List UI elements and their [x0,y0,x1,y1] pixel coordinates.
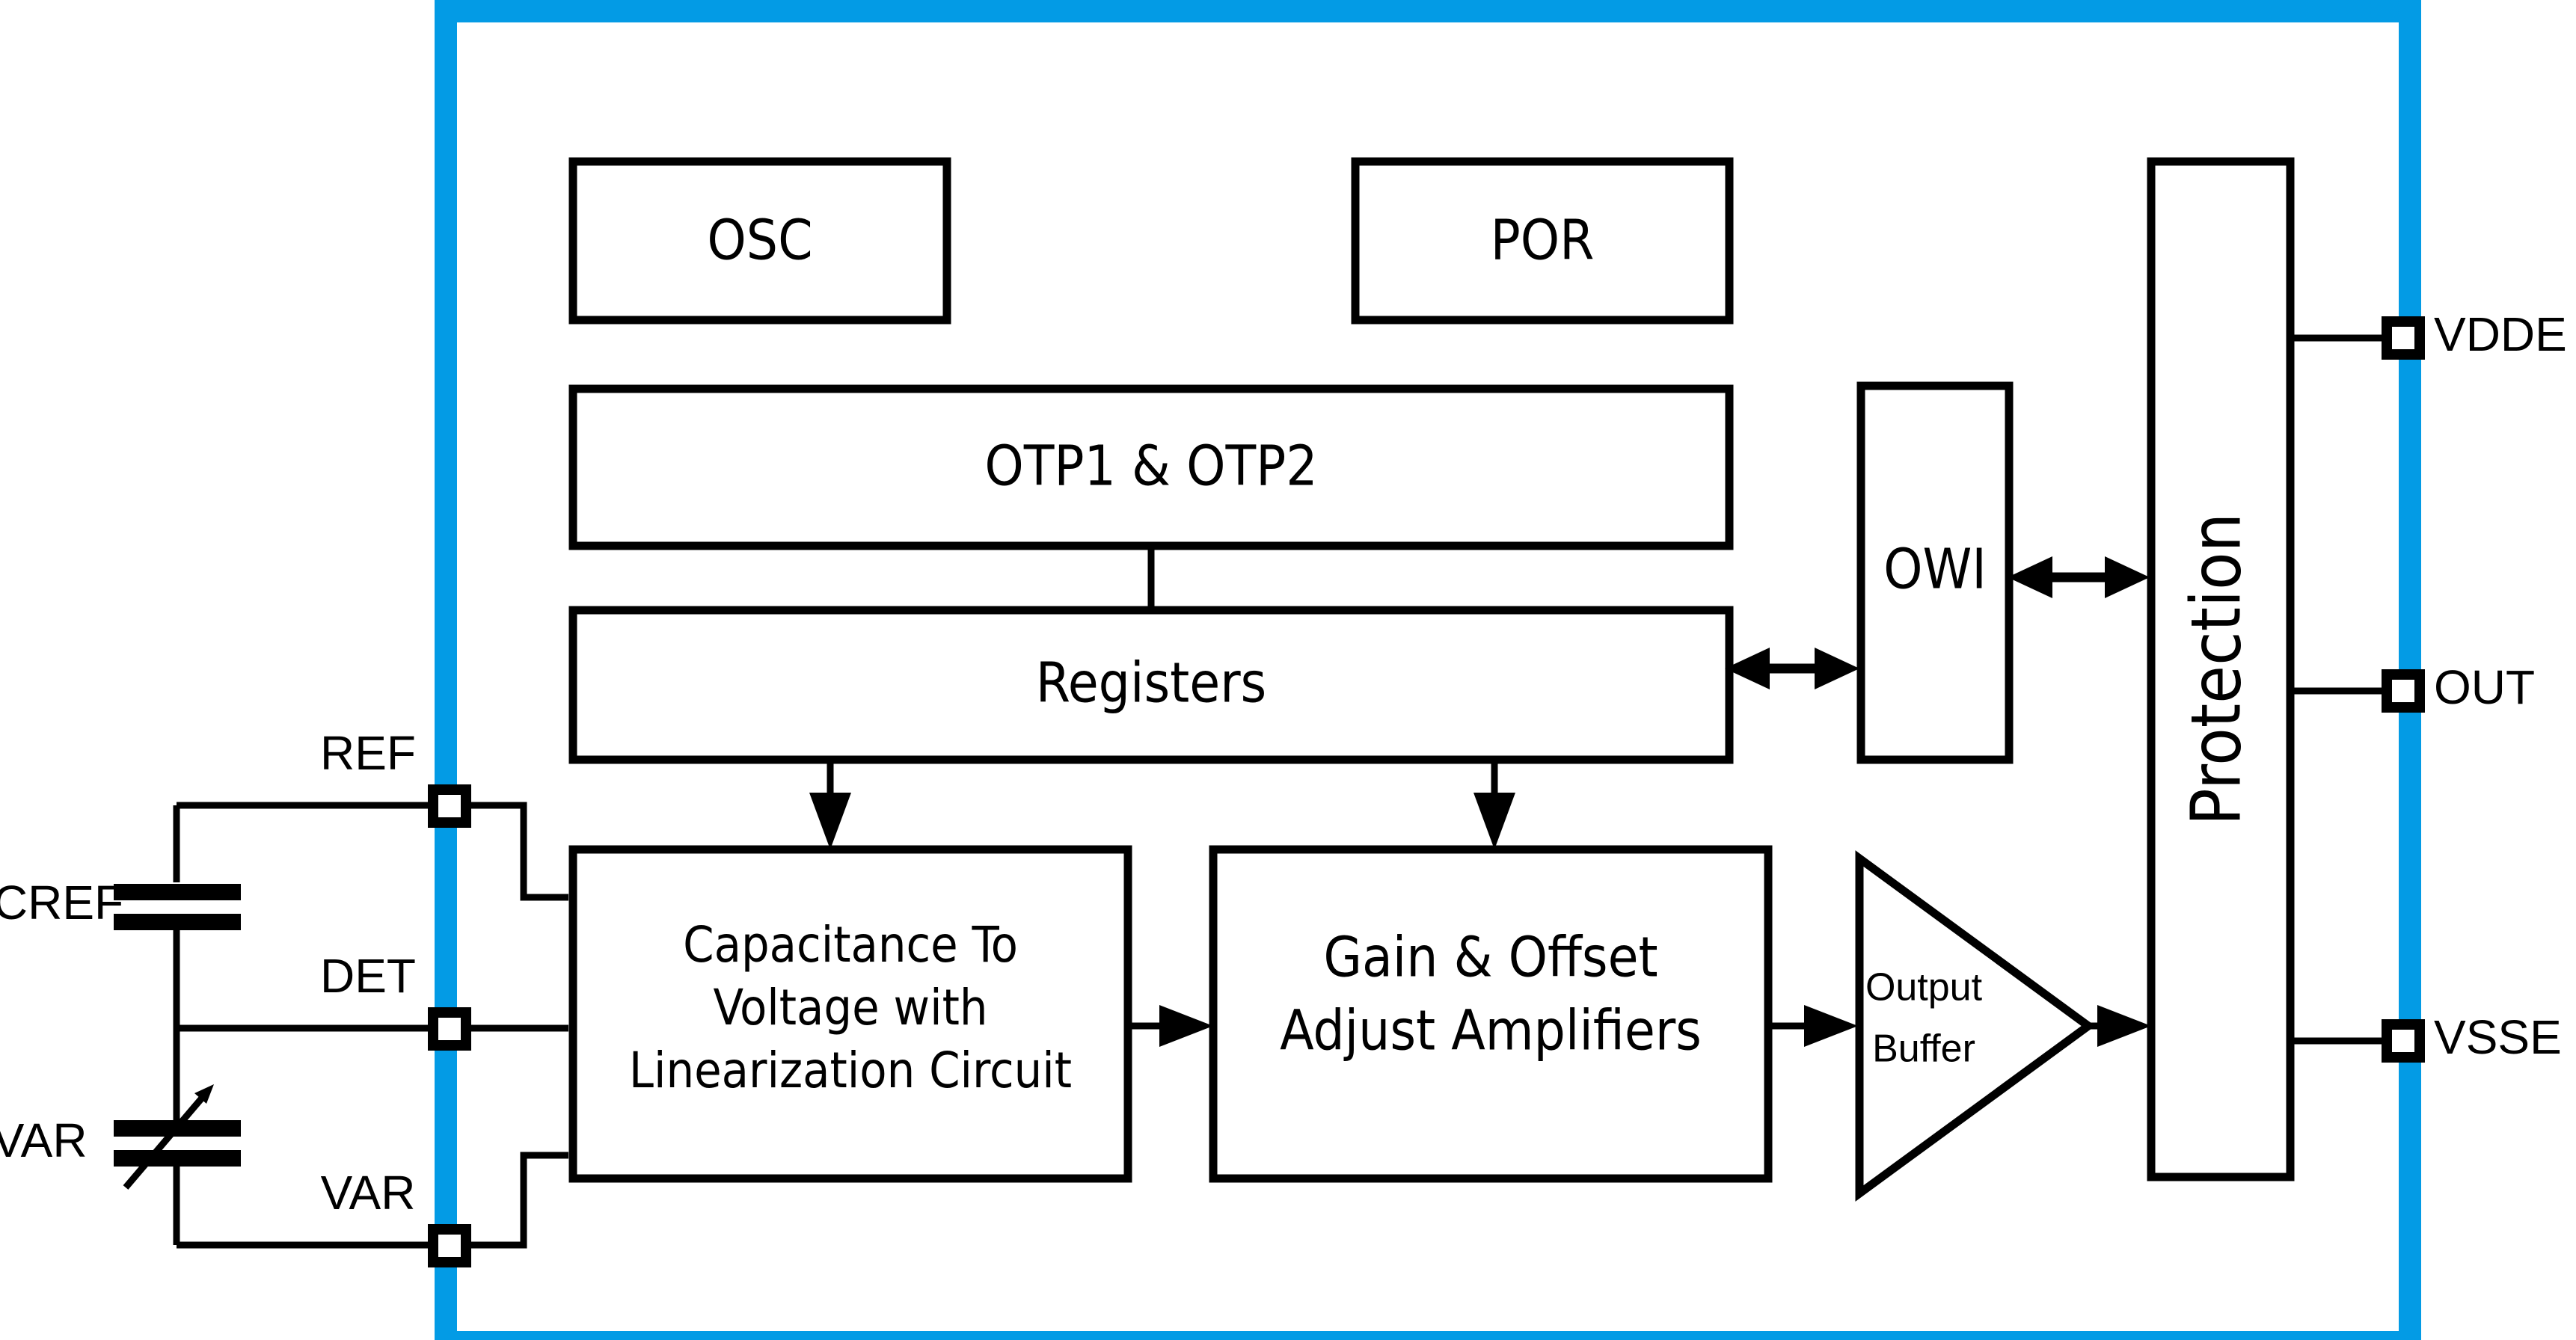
arrowhead-gain-top [1473,793,1515,849]
block-registers [568,606,1734,764]
block-label-buffer-line1: Output [1865,966,1983,1009]
arrowhead-owi-left [2008,556,2052,598]
block-label-c2v-line3: Linearization Circuit [629,1042,1072,1099]
block-label-por: POR [1491,209,1595,273]
cvar-variable-arrowhead [194,1084,214,1104]
block-label-gain-line2: Adjust Amplifiers [1280,999,1702,1063]
block-output-buffer [1855,850,2096,1202]
arrowhead-c2v-top [809,793,851,849]
pin-square-vdde-inner [2392,327,2414,349]
block-label-c2v-line2: Voltage with [713,979,987,1036]
arrowhead-registers-left [1725,648,1770,689]
block-label-owi: OWI [1883,538,1987,602]
cvar-plate-bottom [114,1150,241,1167]
wire-var-to-c2v [471,1152,568,1249]
pin-label-out: OUT [2434,660,2535,714]
block-por [1351,157,1734,325]
component-label-cref: CREF [0,876,123,929]
block-label-registers: Registers [1036,651,1266,716]
cref-plate-top [114,884,241,900]
pin-square-var-inner [438,1235,461,1257]
wire-ref-to-c2v [471,802,568,901]
arrowhead-gain-input [1159,1005,1213,1047]
pin-label-var: VAR [321,1166,416,1220]
cref-plate-bottom [114,914,241,930]
block-c2v [568,845,1132,1183]
cvar-variable-arrow-shaft [123,1094,206,1190]
block-owi [1856,381,2014,764]
block-label-otp: OTP1 & OTP2 [984,434,1317,499]
pin-square-vsse-inner [2392,1030,2414,1052]
block-label-gain-line1: Gain & Offset [1323,926,1657,990]
pin-label-ref: REF [320,726,416,780]
pin-square-ref-inner [438,795,461,817]
block-gain [1209,845,1773,1183]
pin-label-det: DET [320,949,416,1003]
pin-square-out-inner [2392,680,2414,702]
pin-square-det-inner [438,1018,461,1040]
block-protection [2147,157,2295,1181]
arrowhead-protection-input [2097,1005,2151,1047]
block-label-c2v-line1: Capacitance To [683,916,1018,974]
block-label-osc: OSC [707,209,812,273]
block-label-buffer-line2: Buffer [1872,1027,1975,1071]
block-otp [568,384,1734,550]
arrowhead-buffer-input [1804,1005,1858,1047]
pin-label-vsse: VSSE [2434,1010,2562,1064]
block-label-protection: Protection [2176,513,2256,826]
component-label-cvar: CVAR [0,1113,88,1167]
arrowhead-owi-right [1815,648,1859,689]
arrowhead-protection-left [2105,556,2150,598]
block-osc [568,157,951,325]
pin-label-vdde: VDDE [2434,307,2567,361]
